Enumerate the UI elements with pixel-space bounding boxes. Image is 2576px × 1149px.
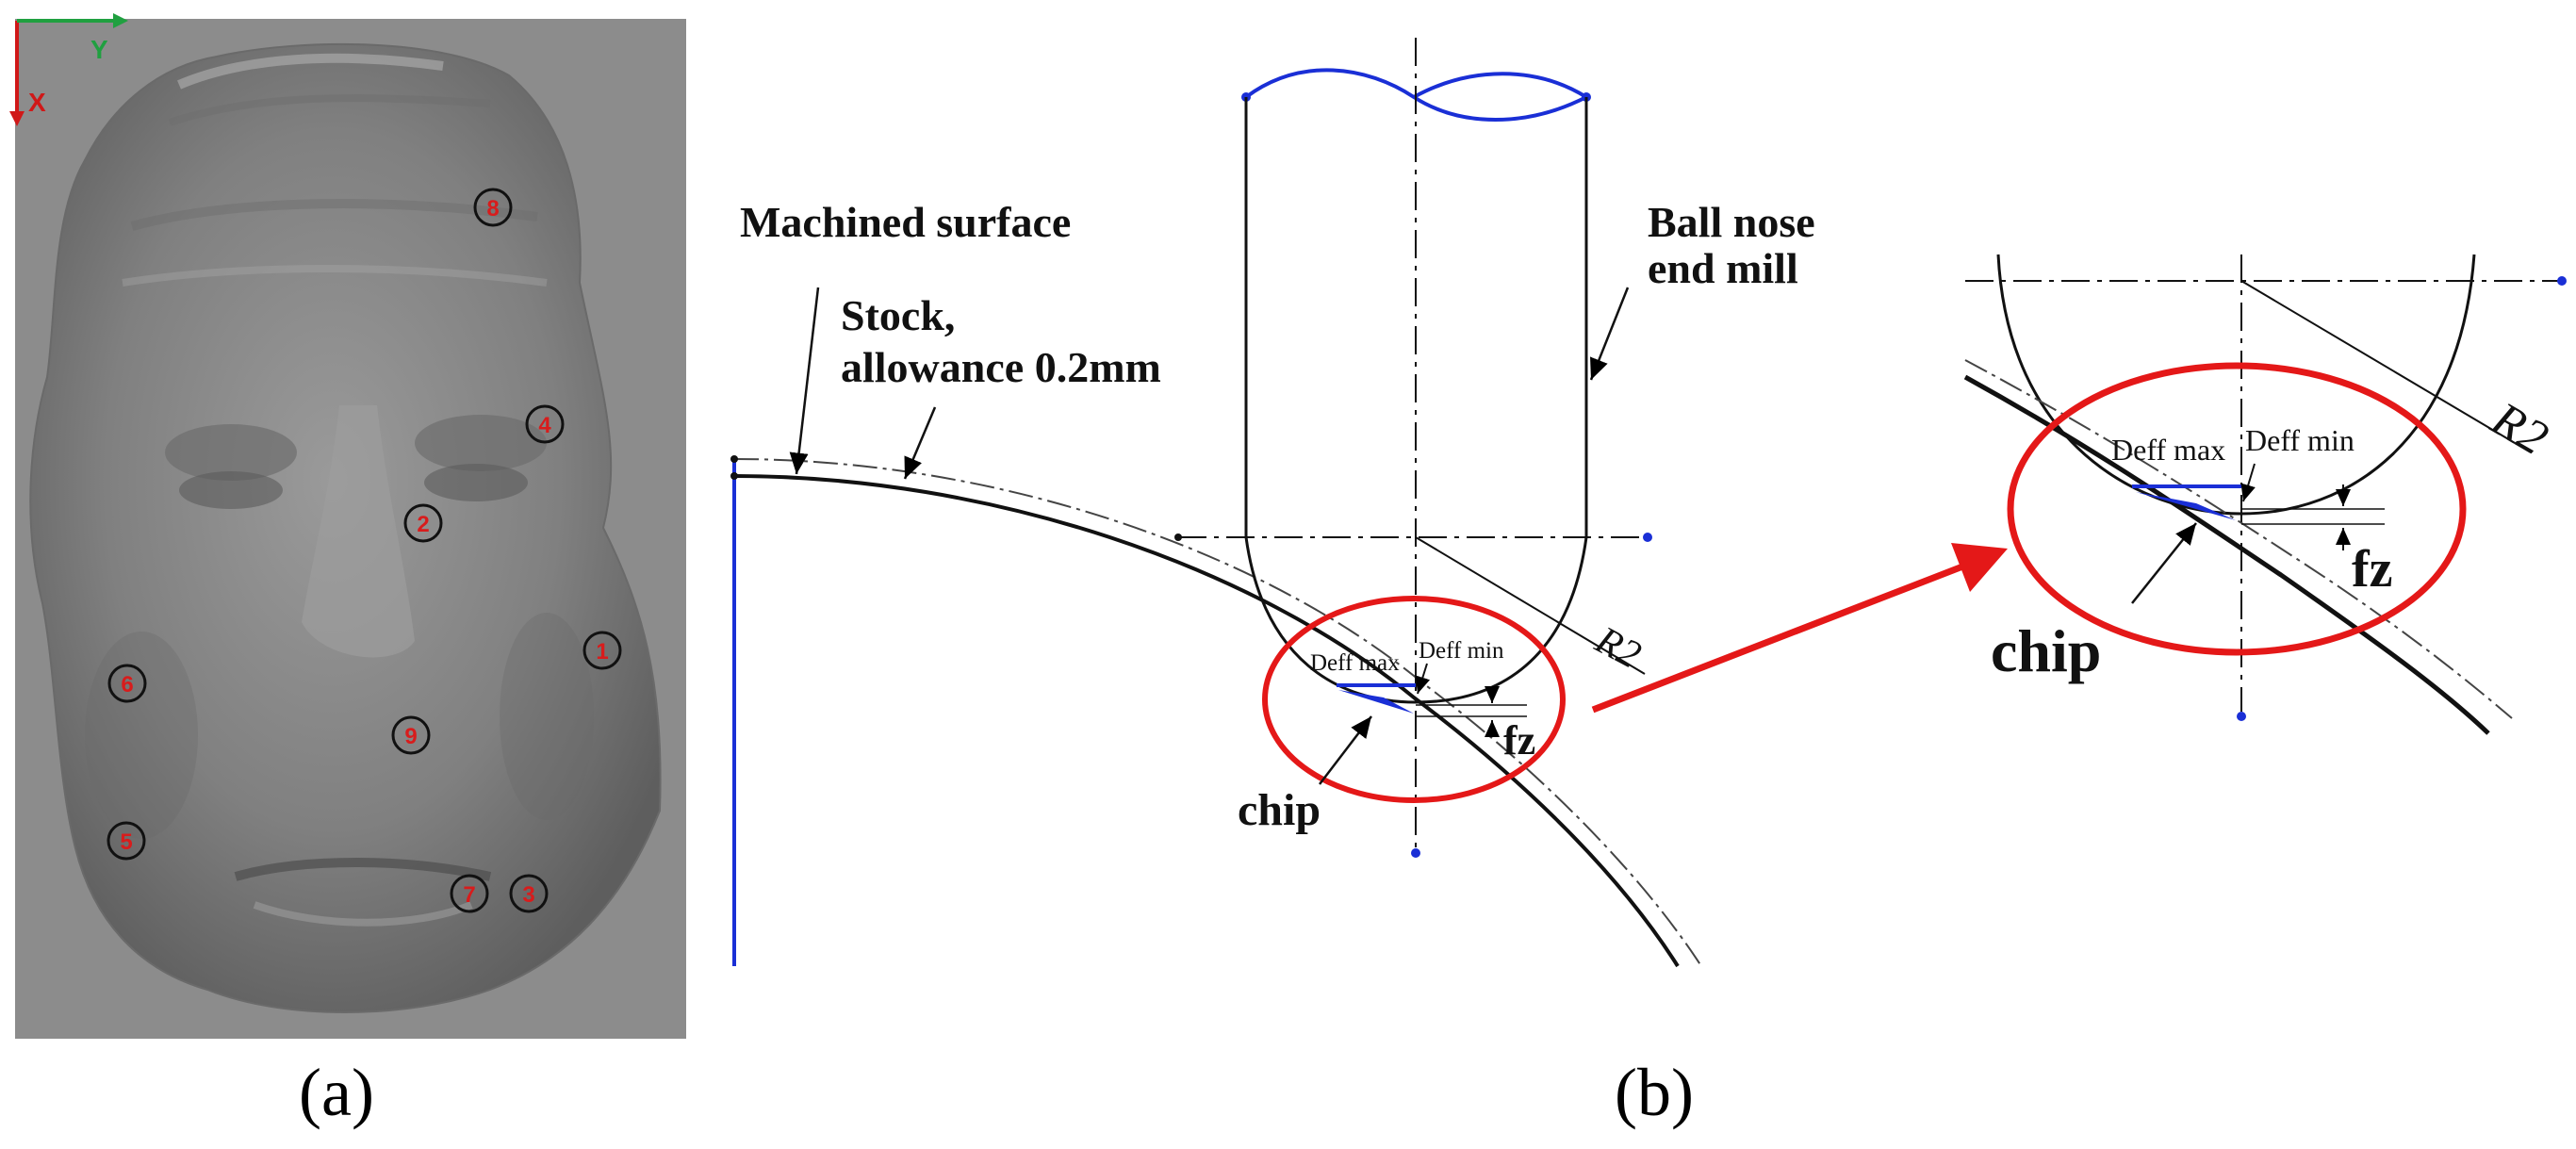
zoom-label-deff-max: Deff max [2111,433,2225,467]
marker-5: 5 [107,821,146,861]
zoom-label-radius: R2 [2482,392,2556,467]
label-tool-line2: end mill [1648,244,1798,292]
panel-zoom-detail: R2 Deff max Deff min fz chip [1963,254,2567,735]
zoom-label-chip: chip [1991,617,2101,684]
zoom-label-deff-min: Deff min [2245,423,2354,457]
detail-highlight-ellipse [1262,596,1566,803]
axis-y-label: Y [90,35,108,64]
label-chip: chip [1238,785,1321,835]
marker-1: 1 [582,631,622,670]
panel-a-face-scan: X Y 8 4 2 1 6 9 5 [9,13,686,1039]
caption-a: (a) [299,1055,374,1130]
zoom-arrow [1591,560,1972,714]
axis-x-label: X [28,88,46,117]
stock-allowance-curve [733,458,1702,967]
marker-7-label: 7 [463,882,475,908]
marker-7: 7 [450,874,489,913]
zoom-highlight-ellipse [2007,362,2467,656]
zoom-label-fz: fz [2352,540,2393,599]
marker-2-label: 2 [417,512,429,537]
marker-4: 4 [525,404,565,444]
ball-nose-end-mill [1174,38,1652,858]
label-machined-surface: Machined surface [740,198,1071,246]
label-stock-line2: allowance 0.2mm [841,343,1161,391]
marker-3: 3 [509,874,549,913]
marker-5-label: 5 [120,829,132,855]
marker-9-label: 9 [404,724,417,749]
marker-4-label: 4 [538,413,551,438]
panel-b-cutting-diagram: Machined surface Stock, allowance 0.2mm … [730,38,2008,968]
marker-8: 8 [473,188,513,227]
label-deff-min: Deff min [1419,638,1504,664]
marker-6-label: 6 [121,672,133,698]
marker-9: 9 [391,715,431,755]
marker-2: 2 [403,503,443,543]
label-deff-max: Deff max [1310,650,1400,676]
machined-surface-curve [733,474,1680,968]
marker-1-label: 1 [596,639,608,665]
marker-3-label: 3 [522,882,534,908]
label-tool-line1: Ball nose [1648,198,1815,246]
marker-6: 6 [107,664,147,703]
axis-indicator: X Y [9,13,128,126]
caption-b: (b) [1615,1055,1694,1130]
marker-8-label: 8 [486,196,499,222]
label-stock-line1: Stock, [841,291,955,339]
label-fz: fz [1503,717,1535,763]
label-radius: R2 [1587,618,1648,678]
